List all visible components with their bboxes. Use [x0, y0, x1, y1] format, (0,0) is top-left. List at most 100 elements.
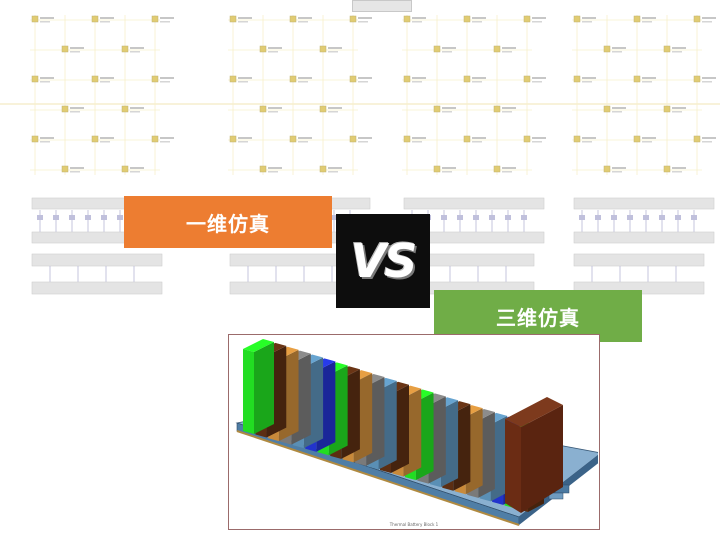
- node-icon: [121, 45, 129, 53]
- node-label: [160, 21, 170, 23]
- node-label: [532, 17, 546, 19]
- node-label: [472, 141, 482, 143]
- connector-node: [85, 215, 91, 220]
- node-icon: [603, 105, 611, 113]
- node-label: [298, 21, 308, 23]
- node-label: [160, 81, 170, 83]
- node-label: [70, 171, 80, 173]
- node-label: [100, 81, 110, 83]
- node-icon: [61, 45, 69, 53]
- node-label: [70, 111, 80, 113]
- connector-node: [101, 215, 107, 220]
- model-caption: Thermal Battery Block 1: [389, 522, 439, 527]
- node-icon: [433, 105, 441, 113]
- node-label: [672, 47, 686, 49]
- connector-node: [457, 215, 463, 220]
- terminal-block: [548, 492, 564, 500]
- node-icon: [229, 135, 237, 143]
- battery-block: [573, 197, 715, 210]
- connector-node: [117, 215, 123, 220]
- node-label: [502, 51, 512, 53]
- node-label: [238, 81, 248, 83]
- node-icon: [633, 15, 641, 23]
- node-label: [472, 77, 486, 79]
- node-icon: [433, 165, 441, 173]
- node-icon: [151, 135, 159, 143]
- node-label: [268, 51, 278, 53]
- node-label: [70, 47, 84, 49]
- battery-block: [31, 281, 163, 295]
- node-label: [412, 141, 422, 143]
- schematic-cluster: [572, 15, 716, 295]
- node-icon: [493, 45, 501, 53]
- connector-node: [505, 215, 511, 220]
- node-label: [612, 47, 626, 49]
- connector-node: [37, 215, 43, 220]
- node-label: [612, 107, 626, 109]
- node-label: [130, 111, 140, 113]
- node-label: [672, 51, 682, 53]
- node-label: [40, 21, 50, 23]
- node-label: [642, 81, 652, 83]
- node-icon: [91, 135, 99, 143]
- node-icon: [259, 45, 267, 53]
- three-d-battery-model-view: Thermal Battery Block 1: [228, 334, 600, 530]
- node-label: [160, 137, 174, 139]
- node-icon: [523, 75, 531, 83]
- node-icon: [633, 75, 641, 83]
- connector-node: [595, 215, 601, 220]
- node-label: [160, 77, 174, 79]
- node-label: [502, 47, 516, 49]
- node-label: [100, 137, 114, 139]
- node-label: [442, 111, 452, 113]
- node-label: [442, 107, 456, 109]
- node-label: [702, 137, 716, 139]
- node-label: [532, 77, 546, 79]
- node-icon: [663, 165, 671, 173]
- node-label: [532, 137, 546, 139]
- connector-node: [659, 215, 665, 220]
- node-icon: [31, 15, 39, 23]
- end-cell-side: [521, 405, 563, 513]
- node-icon: [573, 75, 581, 83]
- node-icon: [61, 105, 69, 113]
- node-label: [238, 141, 248, 143]
- node-label: [582, 81, 592, 83]
- node-label: [612, 171, 622, 173]
- node-icon: [61, 165, 69, 173]
- connector-node: [473, 215, 479, 220]
- node-label: [612, 111, 622, 113]
- node-label: [412, 17, 426, 19]
- node-icon: [633, 135, 641, 143]
- node-label: [472, 21, 482, 23]
- node-label: [502, 171, 512, 173]
- node-label: [642, 21, 652, 23]
- node-label: [100, 77, 114, 79]
- node-label: [472, 17, 486, 19]
- node-label: [130, 51, 140, 53]
- node-label: [612, 167, 626, 169]
- node-label: [582, 141, 592, 143]
- battery-block: [573, 231, 715, 244]
- node-label: [672, 167, 686, 169]
- connector-node: [489, 215, 495, 220]
- connector-node: [331, 215, 337, 220]
- node-label: [160, 17, 174, 19]
- node-label: [268, 171, 278, 173]
- node-label: [502, 111, 512, 113]
- node-label: [160, 141, 170, 143]
- node-icon: [229, 75, 237, 83]
- node-label: [612, 51, 622, 53]
- node-label: [268, 167, 282, 169]
- node-label: [412, 137, 426, 139]
- node-icon: [151, 15, 159, 23]
- node-label: [532, 141, 542, 143]
- node-label: [642, 141, 652, 143]
- schematic-cluster: [402, 15, 546, 295]
- node-label: [100, 17, 114, 19]
- node-label: [40, 137, 54, 139]
- connector-node: [611, 215, 617, 220]
- node-icon: [463, 15, 471, 23]
- node-icon: [349, 15, 357, 23]
- node-label: [100, 21, 110, 23]
